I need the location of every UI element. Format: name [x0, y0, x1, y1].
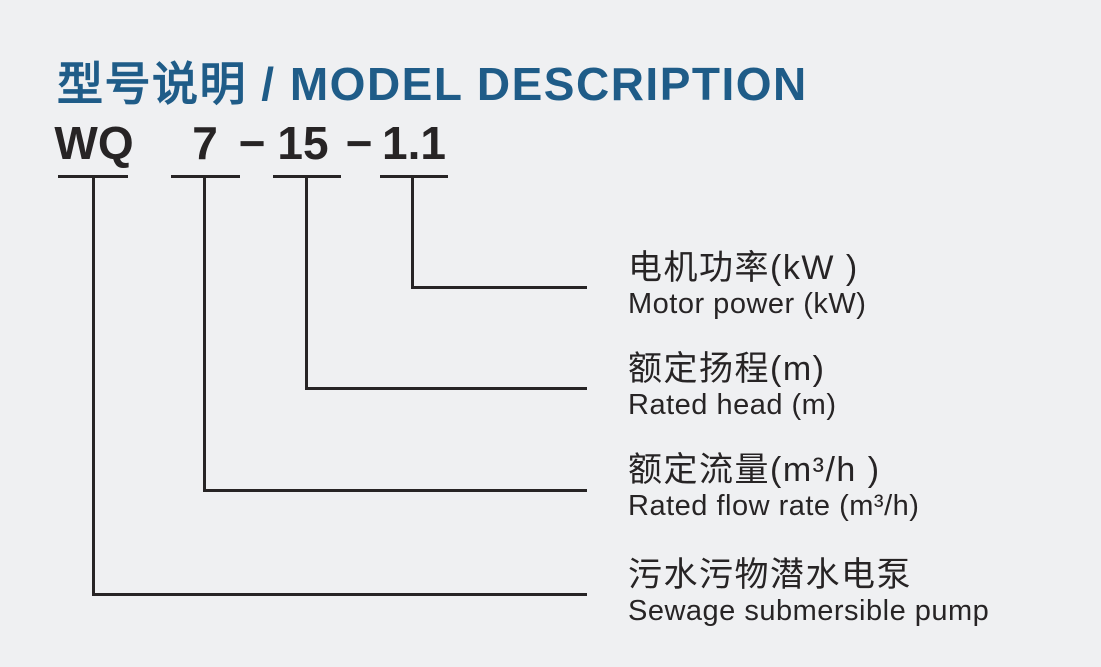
label-rated-flow-rate-en: Rated flow rate (m³/h) [628, 490, 920, 522]
label-pump-type-en: Sewage submersible pump [628, 595, 990, 627]
label-motor-power-zh: 电机功率(kW ) [628, 249, 859, 287]
label-pump-type: 污水污物潜水电泵 Sewage submersible pump [628, 556, 990, 628]
model-code-separator: − [238, 117, 266, 169]
model-code-pump-type: WQ [54, 117, 134, 169]
page-title: 型号说明 / MODEL DESCRIPTION [57, 58, 808, 110]
connector-line-flow-rate [203, 176, 587, 492]
label-motor-power: 电机功率(kW ) Motor power (kW) [628, 249, 867, 321]
connector-line-power [411, 176, 587, 289]
label-rated-head-en: Rated head (m) [628, 389, 837, 421]
label-rated-flow-rate-zh: 额定流量(m³/h ) [628, 451, 881, 489]
label-rated-head-zh: 额定扬程(m) [628, 350, 826, 388]
label-motor-power-en: Motor power (kW) [628, 288, 867, 320]
code-underline-power [380, 175, 448, 178]
connector-line-pump-type [92, 176, 587, 596]
model-code-flow-rate: 7 [192, 117, 218, 169]
model-code-head: 15 [277, 117, 329, 169]
label-pump-type-zh: 污水污物潜水电泵 [628, 556, 912, 594]
label-rated-flow-rate: 额定流量(m³/h ) Rated flow rate (m³/h) [628, 451, 920, 523]
connector-line-head [305, 176, 587, 390]
model-code-separator: − [345, 117, 373, 169]
label-rated-head: 额定扬程(m) Rated head (m) [628, 350, 837, 422]
model-code-power: 1.1 [382, 117, 446, 169]
